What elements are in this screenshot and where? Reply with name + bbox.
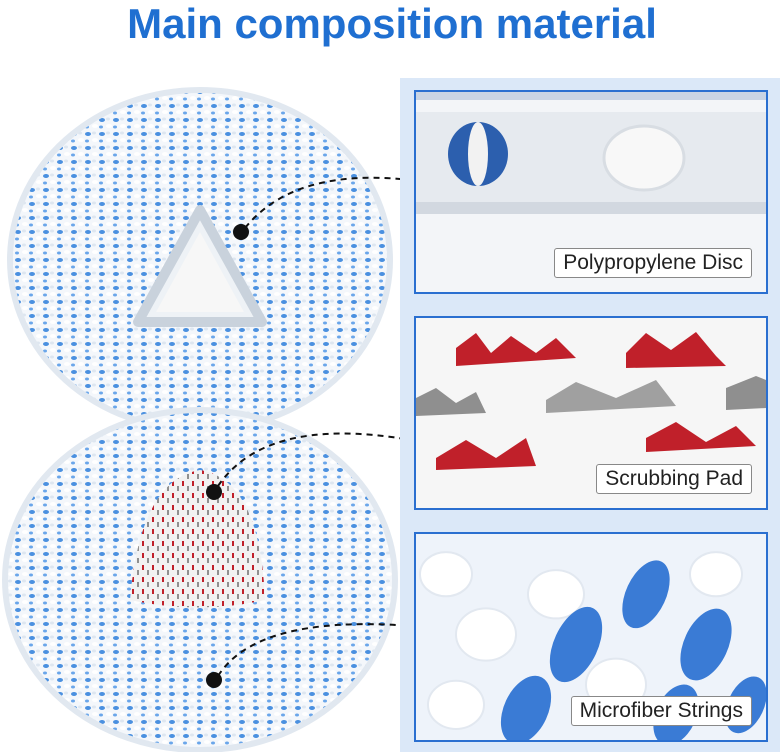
callout-dot [206, 484, 222, 500]
page-title: Main composition material [127, 0, 657, 47]
panel-scrubbing-pad: Scrubbing Pad [400, 304, 780, 520]
mop-heads-photo [2, 87, 398, 752]
panel-polypropylene-disc: Polypropylene Disc [400, 78, 780, 304]
strings-closeup: Microfiber Strings [414, 532, 768, 742]
top-mop-head [7, 87, 393, 433]
label-microfiber-strings: Microfiber Strings [570, 696, 752, 726]
disc-closeup-image [416, 92, 766, 292]
panel-microfiber-strings: Microfiber Strings [400, 520, 780, 752]
bottom-mop-head [2, 407, 398, 752]
label-scrubbing-pad: Scrubbing Pad [596, 464, 752, 494]
disc-closeup: Polypropylene Disc [414, 90, 768, 294]
pad-closeup: Scrubbing Pad [414, 316, 768, 510]
label-polypropylene-disc: Polypropylene Disc [554, 248, 752, 278]
callout-dot [206, 672, 222, 688]
callout-dot [233, 224, 249, 240]
